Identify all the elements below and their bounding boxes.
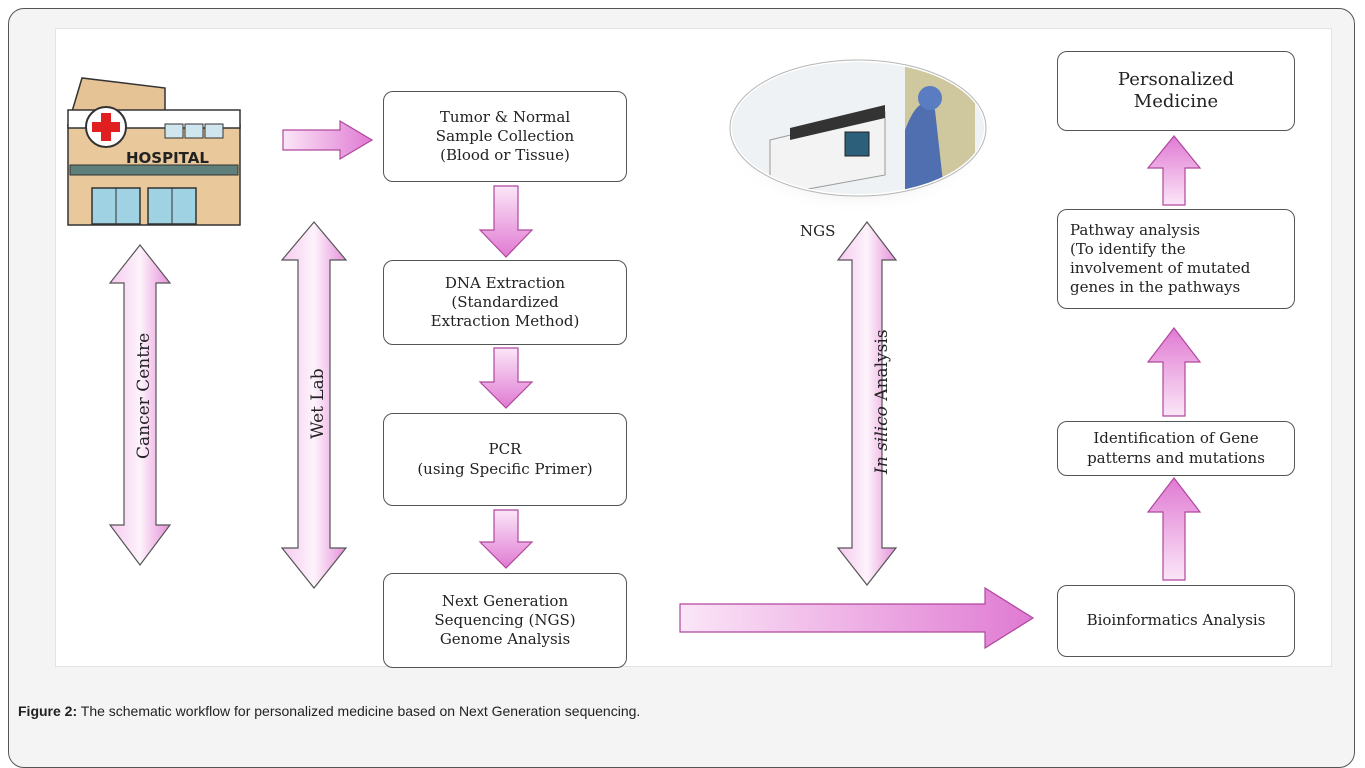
in-silico-italic-text: In silico [872,406,892,474]
in-silico-double-arrow [836,221,898,586]
bioinformatics-box: Bioinformatics Analysis [1057,585,1295,657]
dna-to-pcr-arrow [478,347,534,409]
hospital-to-sample-arrow [282,119,374,161]
caption-label: Figure 2: [18,703,78,719]
dna-extraction-box: DNA Extraction (Standardized Extraction … [383,260,627,345]
cancer-centre-label: Cancer Centre [134,332,154,459]
in-silico-label: In silico Analysis [872,329,892,474]
diagram-graphics: HOSPITAL [66,55,1202,650]
wet-lab-text: Wet Lab [308,368,328,439]
sample-to-dna-arrow [478,185,534,258]
caption-text: The schematic workflow for personalized … [77,703,641,719]
pcr-to-ngs-arrow [478,509,534,569]
pathway-to-medicine-arrow [1146,135,1202,206]
gene-to-pathway-arrow [1146,327,1202,417]
bioinformatics-to-gene-arrow [1146,477,1202,581]
figure-caption: Figure 2: The schematic workflow for per… [18,703,640,719]
hospital-sign-text: HOSPITAL [126,149,209,167]
hospital-icon [66,77,241,226]
gene-patterns-box: Identification of Gene patterns and muta… [1057,421,1295,476]
diagram-panel [55,28,1332,667]
wet-lab-label: Wet Lab [308,368,328,439]
ngs-to-bioinformatics-arrow [679,586,1035,650]
sample-collection-box: Tumor & Normal Sample Collection (Blood … [383,91,627,182]
wet-lab-double-arrow [280,221,348,589]
ngs-analysis-box: Next Generation Sequencing (NGS) Genome … [383,573,627,668]
in-silico-rest-text: Analysis [872,329,892,407]
personalized-medicine-box: Personalized Medicine [1057,51,1295,131]
pathway-analysis-box: Pathway analysis (To identify the involv… [1057,209,1295,309]
cancer-centre-double-arrow [108,244,172,566]
ngs-machine-image [722,55,994,215]
pcr-box: PCR (using Specific Primer) [383,413,627,506]
ngs-label: NGS [800,222,836,240]
